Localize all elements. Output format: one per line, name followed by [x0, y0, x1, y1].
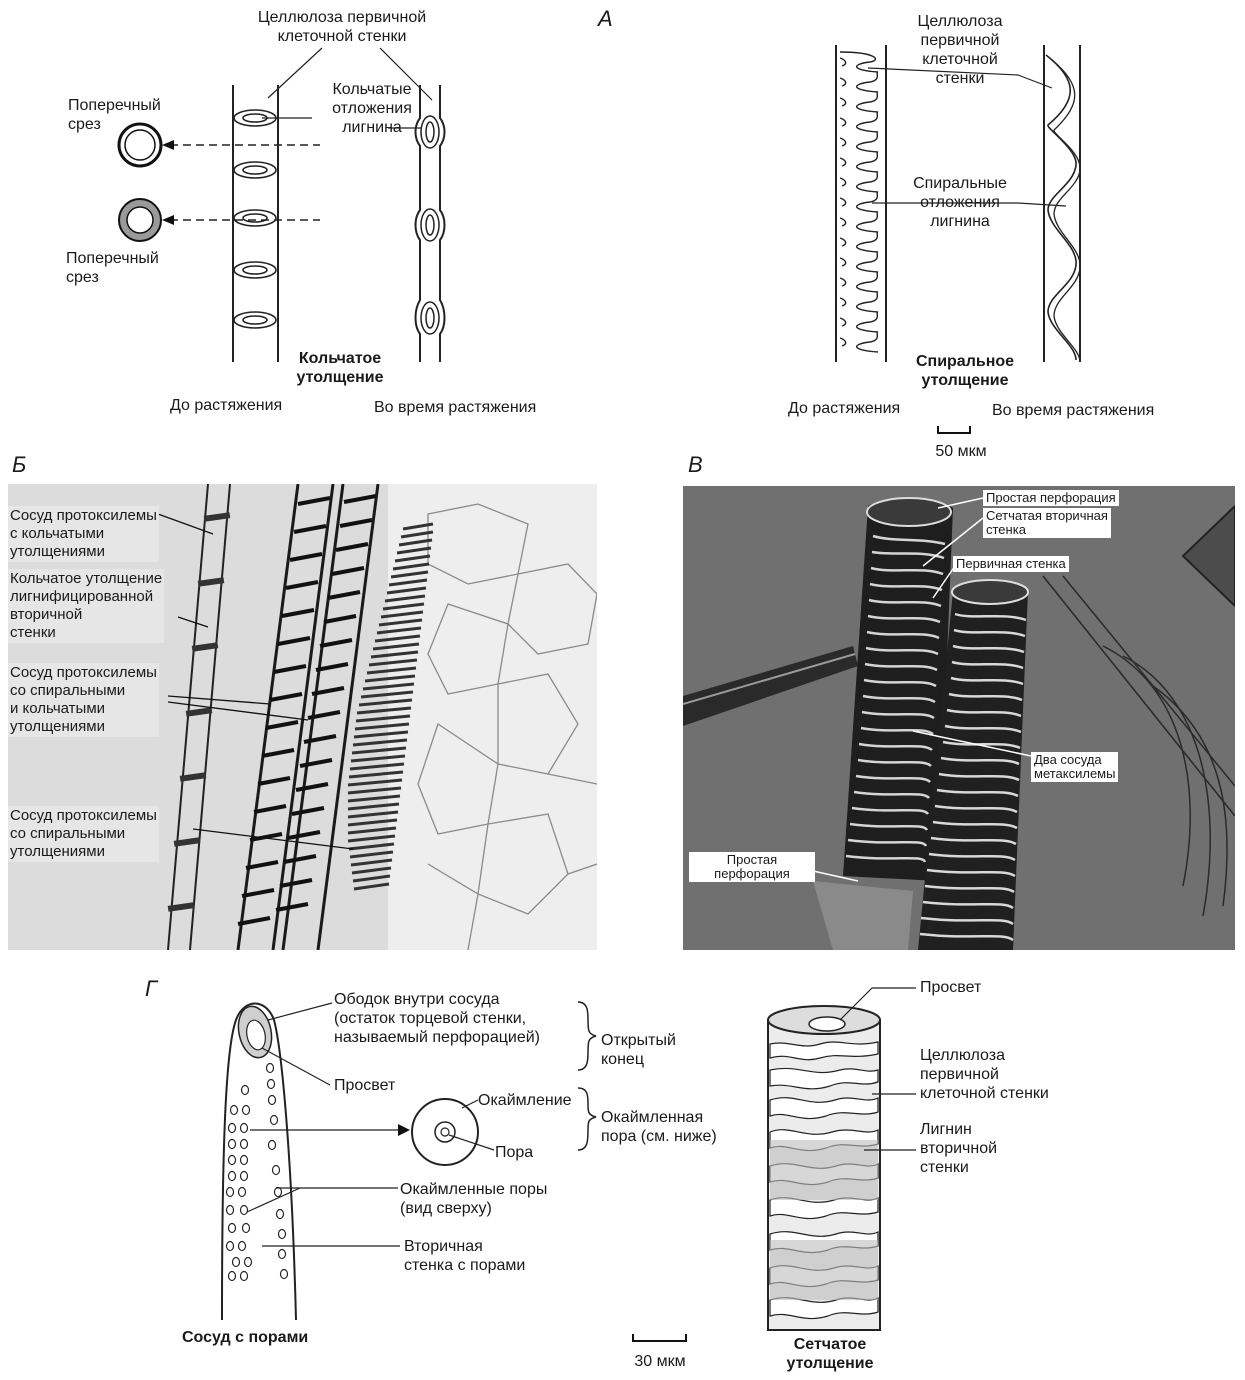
label-simple-perforation-bottom: Простая перфорация	[689, 852, 815, 882]
panel-g-drawing	[0, 960, 1245, 1380]
stretched-vessel-wall-left	[416, 85, 421, 362]
label-spiral-protoxylem: Сосуд протоксилемы со спиральными утолще…	[8, 806, 159, 862]
metaxylem-micrograph: Простая перфорация Сетчатая вторичная ст…	[683, 486, 1235, 950]
annular-rings	[234, 110, 276, 328]
stretched-spiral	[1046, 55, 1076, 360]
bordered-pits	[227, 1064, 288, 1281]
panel-v-letter: В	[688, 452, 703, 478]
stretched-vessel-wall-right	[440, 85, 445, 362]
label-annular-lignified-wall: Кольчатое утолщение лигнифицированной вт…	[8, 569, 164, 643]
protoxylem-micrograph: Сосуд протоксилемы с кольчатыми утолщени…	[8, 484, 597, 950]
scale-bar-30um	[633, 1334, 686, 1341]
panel-b-letter: Б	[12, 452, 26, 478]
scale-bar-50um	[938, 426, 970, 433]
brace-open-end	[578, 1002, 596, 1070]
panel-a-drawing	[0, 0, 1245, 470]
label-simple-perforation-top: Простая перфорация	[983, 490, 1119, 506]
brace-bordered-pit	[578, 1088, 596, 1150]
label-reticulate-secondary-wall: Сетчатая вторичная стенка	[983, 508, 1111, 538]
label-annular-protoxylem: Сосуд протоксилемы с кольчатыми утолщени…	[8, 506, 159, 562]
label-two-metaxylem-vessels: Два сосуда метаксилемы	[1031, 752, 1118, 782]
label-spiral-annular-protoxylem: Сосуд протоксилемы со спиральными и коль…	[8, 663, 159, 737]
label-primary-wall: Первичная стенка	[953, 556, 1069, 572]
